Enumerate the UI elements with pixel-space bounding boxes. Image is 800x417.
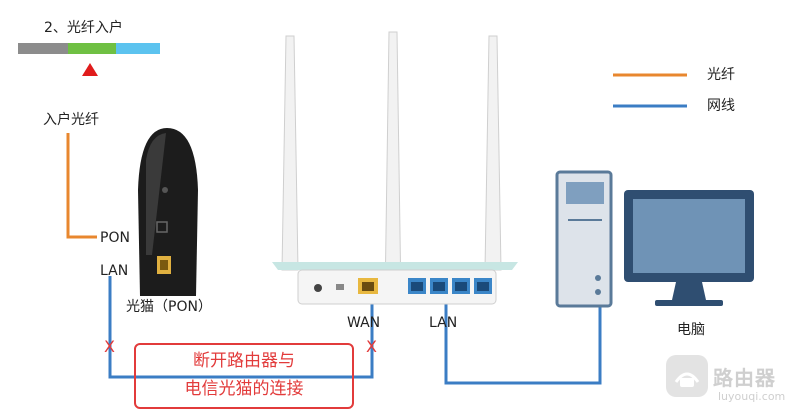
cut-mark-left: X [104,337,115,356]
step-title: 2、光纤入户 [44,20,123,36]
pon-port-label: PON [100,230,130,246]
legend-fiber-label: 光纤 [707,67,735,83]
router-lan-label: LAN [429,315,458,331]
modem-router-cable [108,276,374,379]
modem-name-label: 光猫（PON） [126,299,212,315]
router-antennas-icon [281,31,502,301]
computer-monitor-icon [624,190,754,306]
modem-lan-label: LAN [100,263,129,279]
computer-tower-icon [555,170,613,308]
cut-mark-right: X [366,337,377,356]
router-computer-cable [444,304,602,385]
watermark-title: 路由器 [713,366,776,390]
fiber-in-label: 入户光纤 [43,112,99,128]
notice-line-1: 断开路由器与 [193,351,295,371]
router-wan-label: WAN [347,315,381,331]
fiber-line [66,133,97,239]
router-body-icon [272,262,518,305]
step-bar-segment-2 [68,43,116,54]
notice-line-2: 电信光猫的连接 [184,379,304,399]
legend-cable-label: 网线 [707,98,735,114]
watermark-url: luyouqi.com [718,390,786,403]
computer-label: 电脑 [677,322,705,338]
disconnect-notice-box [134,343,354,409]
step-pointer-icon [82,63,98,76]
step-bar-segment-1 [18,43,68,54]
optical-modem-icon [138,128,198,296]
step-bar-segment-3 [116,43,160,54]
watermark-logo-icon [666,355,708,397]
